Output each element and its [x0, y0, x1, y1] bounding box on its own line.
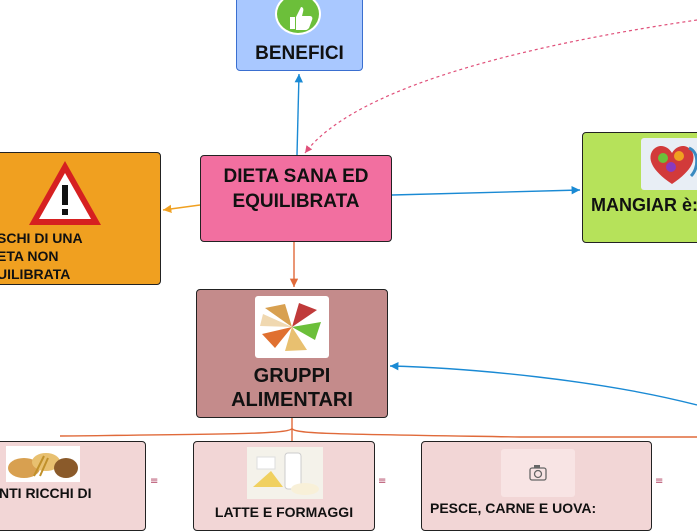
- notes-icon[interactable]: ≡: [655, 476, 664, 487]
- edge-dieta-rischi: [162, 204, 201, 214]
- node-label: NTI RICCHI DI: [0, 485, 92, 501]
- warning-icon: [27, 159, 103, 227]
- edge-dieta-benefici: [294, 73, 303, 156]
- node-label: LATTE E FORMAGGI: [214, 504, 354, 520]
- node-label: DIETA SANA ED EQUILIBRATA: [223, 166, 369, 212]
- dairy-products-image: [247, 447, 323, 499]
- edge-dieta-mangiar: [391, 186, 581, 196]
- healthy-food-heart-image: [641, 138, 697, 190]
- edge-dashed-to-dieta: [304, 19, 697, 154]
- node-label: MANGIAR è:: [591, 195, 697, 215]
- connector-layer: [59, 19, 697, 441]
- node-label: PESCE, CARNE E UOVA:: [430, 500, 597, 516]
- node-cereali[interactable]: NTI RICCHI DI: [0, 441, 146, 531]
- edge-right-to-gruppi: [389, 362, 697, 406]
- thumbs-up-icon: [275, 0, 321, 35]
- food-pyramid-image: [255, 296, 329, 358]
- node-label: GRUPPI ALIMENTARI: [231, 365, 353, 411]
- node-label: SCHI DI UNA ETA NON UILIBRATA: [0, 230, 83, 282]
- bread-cereals-image: [6, 446, 80, 482]
- node-benefici[interactable]: BENEFICI: [236, 0, 363, 71]
- node-rischi[interactable]: SCHI DI UNA ETA NON UILIBRATA: [0, 152, 161, 285]
- node-mangiar[interactable]: MANGIAR è:: [582, 132, 697, 243]
- camera-icon: [501, 449, 575, 497]
- node-pesce-carne-uova[interactable]: PESCE, CARNE E UOVA:: [421, 441, 652, 531]
- node-dieta-sana[interactable]: DIETA SANA ED EQUILIBRATA: [200, 155, 392, 242]
- node-label: BENEFICI: [255, 43, 344, 64]
- edge-gruppi-children: [59, 418, 697, 441]
- notes-icon[interactable]: ≡: [378, 476, 387, 487]
- notes-icon[interactable]: ≡: [150, 476, 159, 487]
- node-latte-formaggi[interactable]: LATTE E FORMAGGI: [193, 441, 375, 531]
- node-gruppi-alimentari[interactable]: GRUPPI ALIMENTARI: [196, 289, 388, 418]
